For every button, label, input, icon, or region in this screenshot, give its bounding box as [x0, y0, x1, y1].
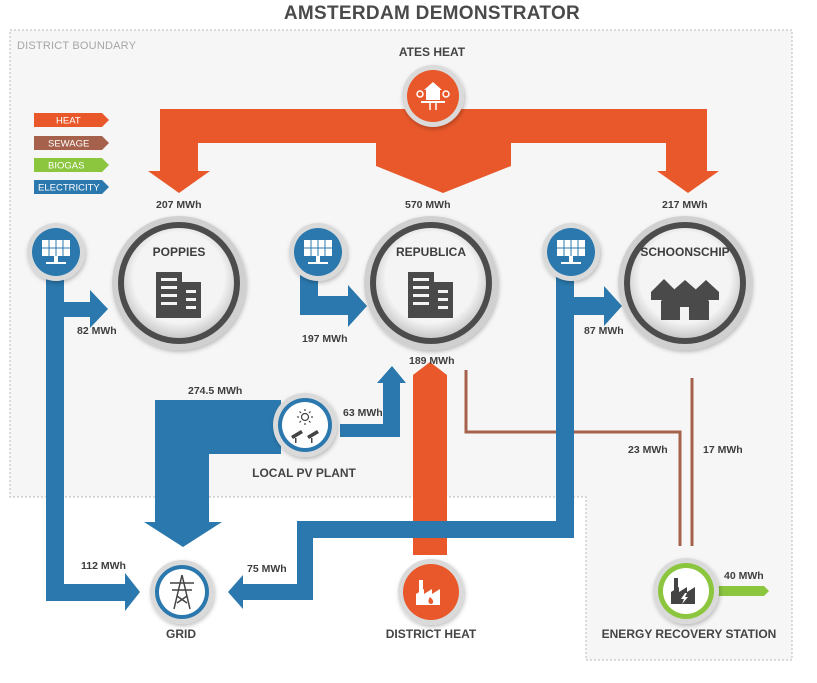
- node-schoonschip: SCHOONSCHIP: [618, 216, 752, 350]
- flow-label-republica-heat: 570 MWh: [405, 199, 451, 211]
- electricity-poppies-pv-to-grid: [46, 275, 140, 611]
- schoonschip-label: SCHOONSCHIP: [640, 245, 729, 259]
- electricity-flows: [46, 275, 622, 611]
- ates-heat-pump-icon: [416, 82, 450, 110]
- factory-lightning-icon: [671, 578, 695, 604]
- flow-label-poppies-pv: 82 MWh: [77, 325, 117, 337]
- node-grid: GRID: [150, 560, 214, 641]
- factory-icon: [416, 580, 440, 605]
- flow-label-grid-left: 112 MWh: [81, 560, 126, 572]
- energy-recovery-station-label: ENERGY RECOVERY STATION: [602, 627, 777, 641]
- node-republica: REPUBLICA: [364, 216, 498, 350]
- power-pylon-icon: [170, 574, 194, 610]
- node-ates-heat: ATES HEAT: [399, 45, 466, 127]
- legend-label-biogas: BIOGAS: [48, 161, 84, 172]
- electricity-republica-pv-to-republica: [300, 275, 367, 327]
- solar-panel-icon: [291, 430, 319, 443]
- flow-label-republica-pv: 197 MWh: [302, 333, 348, 345]
- flow-label-pv-plant-republica: 63 MWh: [343, 407, 383, 419]
- legend-item-electricity: ELECTRICITY: [34, 180, 109, 194]
- flow-label-sewage-schoonschip: 17 MWh: [703, 444, 743, 456]
- node-poppies: POPPIES: [112, 216, 246, 350]
- legend-item-biogas: BIOGAS: [34, 158, 109, 172]
- node-schoonschip-pv: [542, 223, 600, 281]
- building-icon: [156, 272, 201, 318]
- district-boundary-label: DISTRICT BOUNDARY: [17, 40, 137, 52]
- solar-panel-icon: [304, 240, 332, 264]
- electricity-pv-plant-to-grid: [144, 400, 281, 547]
- node-district-heat: DISTRICT HEAT: [386, 559, 477, 641]
- solar-panel-icon: [42, 240, 70, 264]
- electricity-pv-plant-to-republica: [340, 366, 406, 437]
- republica-label: REPUBLICA: [396, 245, 466, 259]
- grid-label: GRID: [166, 627, 196, 641]
- flow-label-pv-plant-grid: 274.5 MWh: [188, 385, 242, 397]
- local-pv-plant-label: LOCAL PV PLANT: [252, 466, 356, 480]
- legend-label-heat: HEAT: [56, 116, 81, 127]
- building-icon: [408, 272, 453, 318]
- diagram-title: AMSTERDAM DEMONSTRATOR: [284, 3, 580, 24]
- legend-item-heat: HEAT: [34, 113, 109, 127]
- legend-label-sewage: SEWAGE: [48, 139, 89, 150]
- flow-labels: 207 MWh 570 MWh 217 MWh 82 MWh 197 MWh 8…: [77, 199, 764, 582]
- heat-flow-to-republica: [376, 143, 511, 193]
- legend-label-electricity: ELECTRICITY: [38, 183, 100, 194]
- legend: HEAT SEWAGE BIOGAS ELECTRICITY: [34, 113, 109, 194]
- flow-label-district-heat: 189 MWh: [409, 355, 455, 367]
- flow-label-schoonschip-pv: 87 MWh: [584, 325, 624, 337]
- flow-label-sewage-republica: 23 MWh: [628, 444, 668, 456]
- electricity-schoonschip-pv-to-grid: [228, 275, 622, 609]
- flow-label-biogas: 40 MWh: [724, 570, 764, 582]
- heat-flow-to-poppies: [148, 143, 210, 193]
- flow-label-grid-right: 75 MWh: [247, 563, 287, 575]
- houses-icon: [651, 279, 719, 320]
- node-local-pv-plant: LOCAL PV PLANT: [252, 393, 357, 480]
- flow-label-poppies-heat: 207 MWh: [156, 199, 202, 211]
- flow-label-schoonschip-heat: 217 MWh: [662, 199, 708, 211]
- heat-flow-district-to-republica: [413, 362, 447, 555]
- biogas-flow: [706, 586, 769, 596]
- poppies-label: POPPIES: [153, 245, 206, 259]
- district-boundary: [9, 29, 793, 661]
- node-energy-recovery-station: ENERGY RECOVERY STATION: [602, 558, 777, 641]
- node-republica-pv: [289, 223, 347, 281]
- legend-item-sewage: SEWAGE: [34, 136, 109, 150]
- district-heat-label: DISTRICT HEAT: [386, 627, 477, 641]
- ates-heat-label: ATES HEAT: [399, 45, 466, 59]
- node-poppies-pv: [27, 223, 85, 281]
- sun-icon: [297, 409, 313, 425]
- heat-flow-to-schoonschip: [657, 143, 719, 193]
- solar-panel-icon: [557, 240, 585, 264]
